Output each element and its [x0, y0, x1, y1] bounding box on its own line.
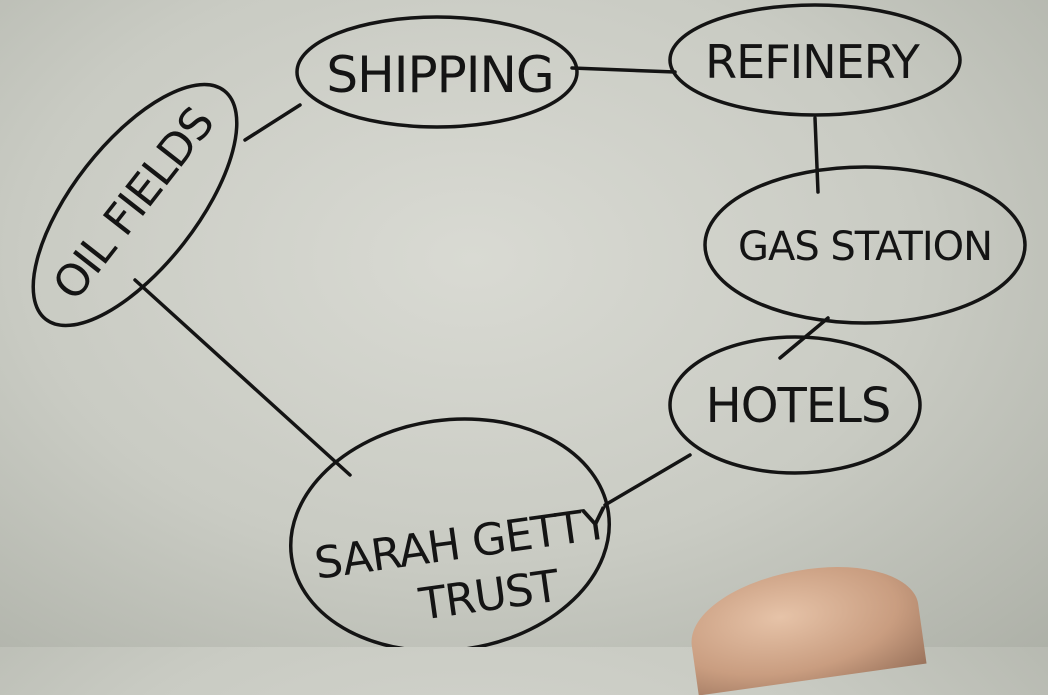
node-label: OIL FIELDS: [43, 98, 224, 309]
edge-oil-trust: [133, 278, 352, 477]
node-gas-station: GAS STATION: [703, 165, 1027, 325]
node-label: REFINERY: [705, 35, 921, 89]
node-refinery: REFINERY: [668, 3, 962, 117]
node-sarah-getty-trust: SARAH GETTY TRUST: [289, 417, 612, 653]
node-label: GAS STATION: [738, 224, 992, 270]
node-label: SHIPPING: [326, 46, 553, 104]
edge-ref-gas: [813, 116, 820, 194]
node-oil-fields: OIL FIELDS: [31, 82, 239, 328]
edge-ship-ref: [570, 66, 677, 74]
edge-oil-ship: [243, 103, 302, 142]
edge-hotel-trust: [603, 453, 692, 507]
node-hotels: HOTELS: [668, 335, 922, 475]
whiteboard-diagram: OIL FIELDS SHIPPING REFINERY GAS STATION…: [31, 3, 1027, 695]
node-label: HOTELS: [706, 378, 891, 434]
node-shipping: SHIPPING: [295, 15, 579, 129]
diagram-canvas: OIL FIELDS SHIPPING REFINERY GAS STATION…: [31, 3, 1027, 653]
